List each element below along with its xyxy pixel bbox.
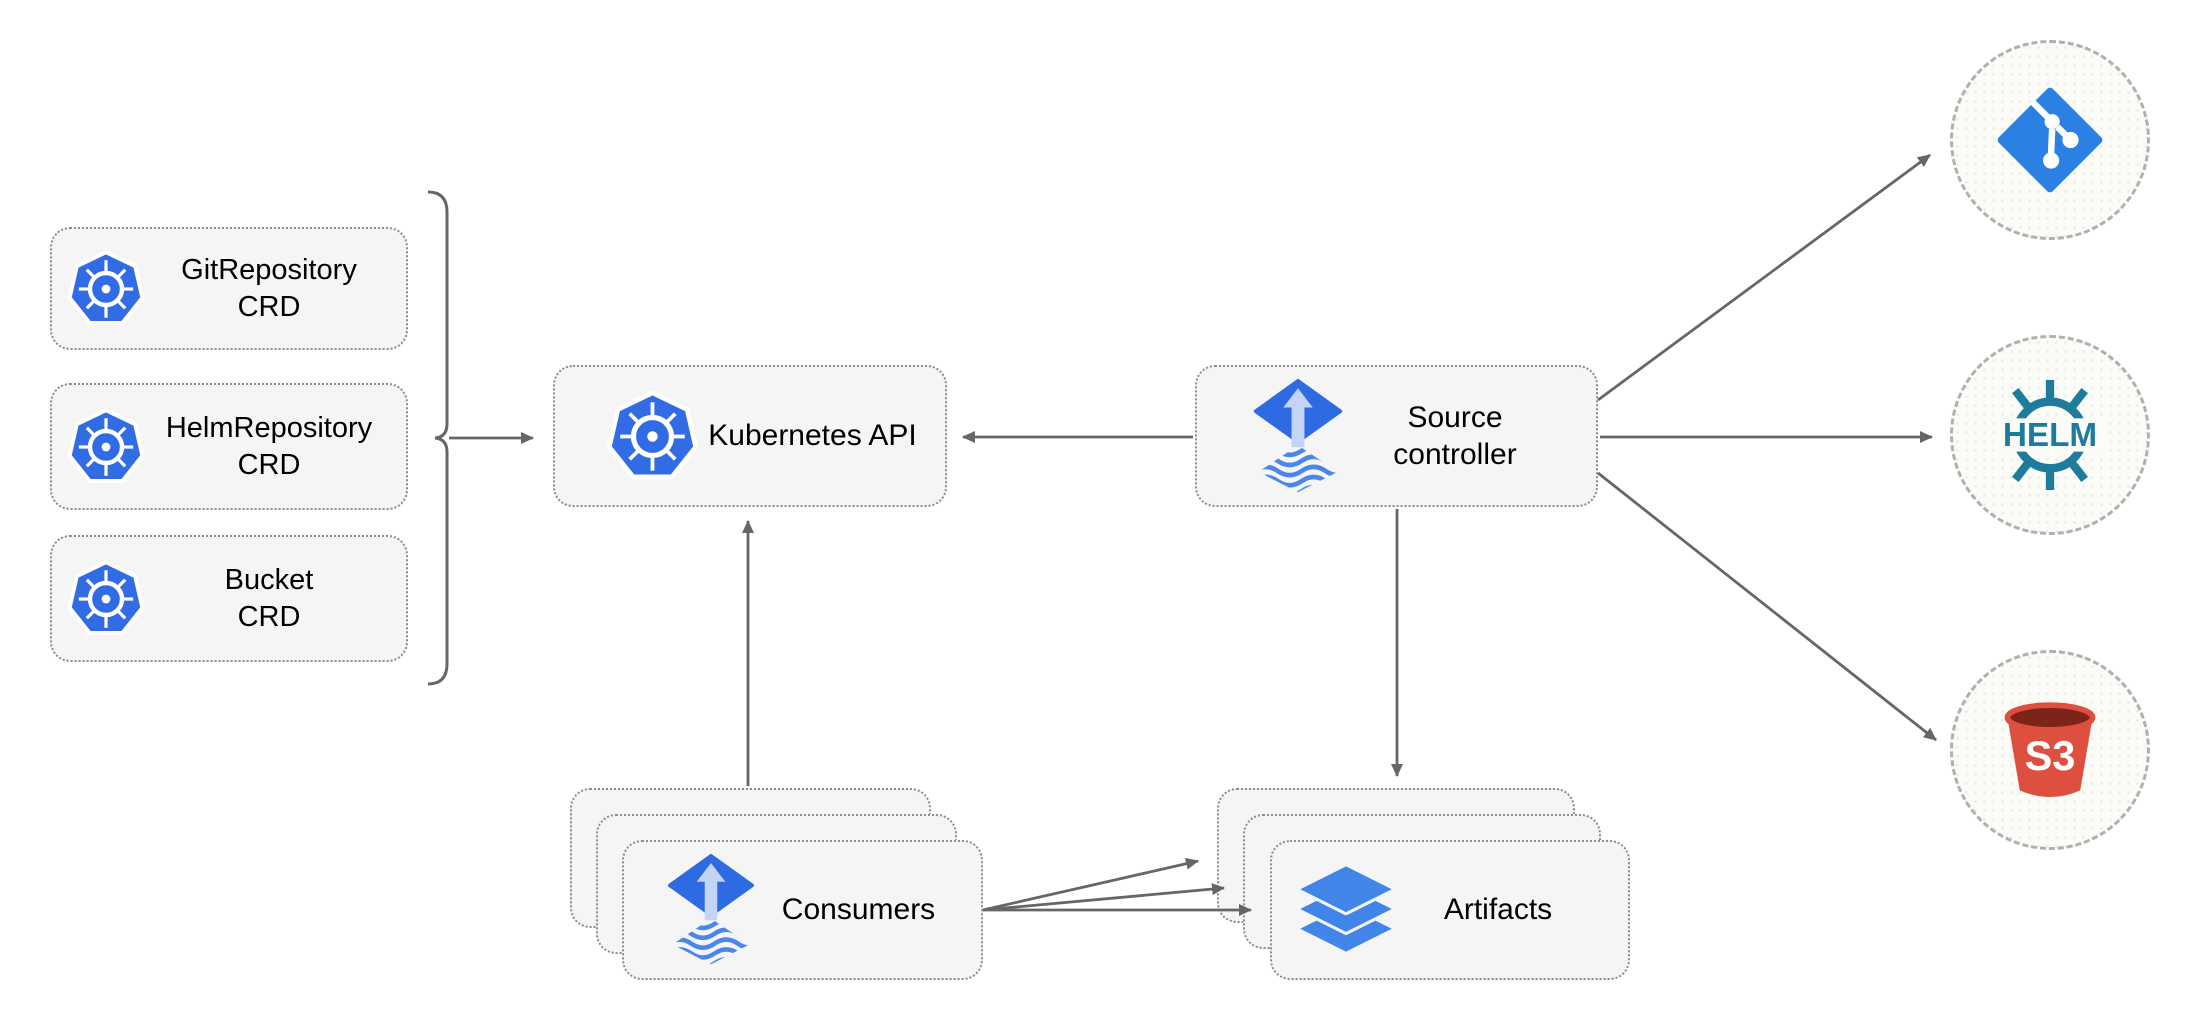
- label-line1: Source: [1407, 400, 1503, 434]
- label-line2: controller: [1393, 438, 1517, 471]
- node-gitrepository-crd: GitRepository CRD: [50, 227, 408, 350]
- helm-icon: HELM: [1986, 371, 2114, 499]
- label-line1: GitRepository: [181, 254, 357, 287]
- endpoint-s3: S3: [1950, 650, 2150, 850]
- label-line2: CRD: [237, 290, 301, 323]
- node-consumers: Consumers: [622, 840, 983, 980]
- node-label: HelmRepository CRD: [146, 410, 392, 483]
- crd-group-bracket: [427, 190, 449, 686]
- edge-source-to-s3: [1597, 471, 1937, 742]
- node-label: Artifacts: [1443, 893, 1553, 927]
- node-artifacts: Artifacts: [1270, 840, 1630, 980]
- flux-icon: [666, 854, 756, 966]
- helm-label: HELM: [2003, 417, 2097, 454]
- edge-source-to-git: [1597, 153, 1931, 402]
- s3-bucket-icon: S3: [1994, 694, 2106, 806]
- endpoint-git: [1950, 40, 2150, 240]
- node-helmrepository-crd: HelmRepository CRD: [50, 383, 408, 510]
- layers-icon: [1294, 858, 1398, 962]
- label-line2: CRD: [237, 448, 301, 481]
- node-bucket-crd: Bucket CRD: [50, 535, 408, 662]
- kubernetes-icon: [605, 389, 700, 484]
- git-icon: [1996, 86, 2104, 194]
- s3-label: S3: [2025, 732, 2076, 779]
- node-label: Bucket CRD: [146, 562, 392, 635]
- kubernetes-icon: [66, 249, 146, 329]
- node-label: GitRepository CRD: [146, 252, 392, 325]
- label-line1: HelmRepository: [165, 412, 373, 445]
- label-line1: Bucket: [224, 564, 314, 597]
- edge-consumers-to-artifacts-1: [982, 857, 1199, 912]
- node-label: Source controller: [1344, 399, 1566, 474]
- edge-consumers-to-artifacts-2: [982, 883, 1225, 912]
- label-line2: CRD: [237, 600, 301, 633]
- node-kubernetes-api: Kubernetes API: [553, 365, 947, 507]
- flux-icon: [1252, 378, 1344, 494]
- node-label: Kubernetes API: [708, 419, 917, 453]
- node-source-controller: Source controller: [1195, 365, 1598, 507]
- kubernetes-icon: [66, 407, 146, 487]
- node-label: Consumers: [781, 893, 936, 927]
- kubernetes-icon: [66, 559, 146, 639]
- endpoint-helm: HELM: [1950, 335, 2150, 535]
